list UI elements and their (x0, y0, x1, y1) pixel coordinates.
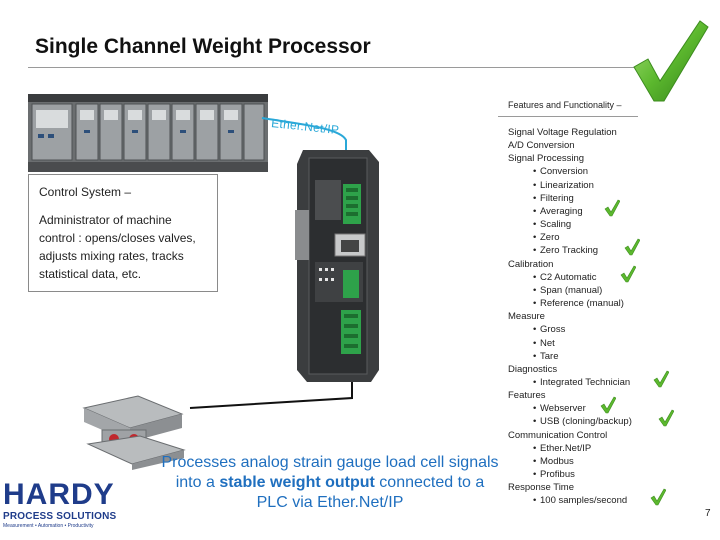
caption-text-1: Processes analog strain gauge load cell … (161, 454, 499, 491)
feature-item: Zero Tracking (508, 244, 708, 257)
features-divider (498, 116, 638, 117)
logo-tagline: Measurement • Automation • Productivity (3, 523, 94, 529)
check-icon (604, 199, 620, 217)
feature-item: Tare (508, 350, 708, 363)
feature-item: Conversion (508, 165, 708, 178)
feature-item: Averaging (508, 205, 708, 218)
feature-item: Span (manual) (508, 284, 708, 297)
control-system-box: Control System – Administrator of machin… (28, 174, 218, 292)
page-number: 7 (705, 508, 711, 519)
feature-category: A/D Conversion (508, 140, 575, 152)
feature-category: Signal Voltage Regulation (508, 127, 617, 138)
check-icon (620, 265, 636, 282)
feature-item: C2 Automatic (508, 271, 708, 284)
feature-item: Modbus (508, 455, 708, 468)
feature-item: Profibus (508, 468, 708, 481)
feature-item: Zero (508, 231, 708, 244)
title-divider (28, 67, 640, 68)
feature-item: USB (cloning/backup) (508, 415, 708, 428)
processor-caption: Processes analog strain gauge load cell … (160, 453, 500, 513)
check-icon (600, 396, 616, 414)
logo-subtitle: PROCESS SOLUTIONS (3, 511, 117, 522)
caption-emphasis: stable weight output (219, 474, 375, 491)
feature-category: Measure (508, 311, 545, 323)
control-system-description: Administrator of machine control : opens… (39, 213, 196, 281)
feature-category: Communication Control (508, 429, 608, 441)
feature-item: Integrated Technician (508, 376, 708, 389)
feature-category: Signal Processing (508, 153, 585, 165)
page-title: Single Channel Weight Processor (35, 35, 371, 58)
features-heading: Features and Functionality – (508, 100, 622, 110)
weight-processor-image (295, 150, 379, 382)
feature-item: Linearization (508, 179, 708, 192)
check-icon (624, 238, 640, 256)
feature-item: 100 samples/second (508, 494, 708, 507)
control-system-heading: Control System – (39, 185, 132, 199)
check-icon (653, 370, 669, 388)
hardy-logo: HARDY PROCESS SOLUTIONS Measurement • Au… (3, 480, 143, 538)
feature-item: Ether.Net/IP (508, 442, 708, 455)
feature-category: Features (508, 390, 546, 402)
feature-item: Gross (508, 323, 708, 336)
feature-category: Diagnostics (508, 363, 558, 375)
check-icon (633, 20, 709, 102)
feature-item: Filtering (508, 192, 708, 205)
feature-item: Webserver (508, 402, 708, 415)
feature-category: Calibration (508, 258, 554, 270)
feature-item: Scaling (508, 218, 708, 231)
feature-item: Reference (manual) (508, 297, 708, 310)
plc-rack-image (28, 94, 268, 172)
load-cell-image (82, 395, 186, 470)
logo-wordmark: HARDY (3, 478, 115, 511)
check-icon (658, 409, 674, 427)
feature-item: Net (508, 337, 708, 350)
feature-category: Response Time (508, 482, 575, 494)
check-icon (650, 488, 666, 506)
caption-text-2: connected to a PLC via Ether.Net/IP (256, 474, 485, 511)
